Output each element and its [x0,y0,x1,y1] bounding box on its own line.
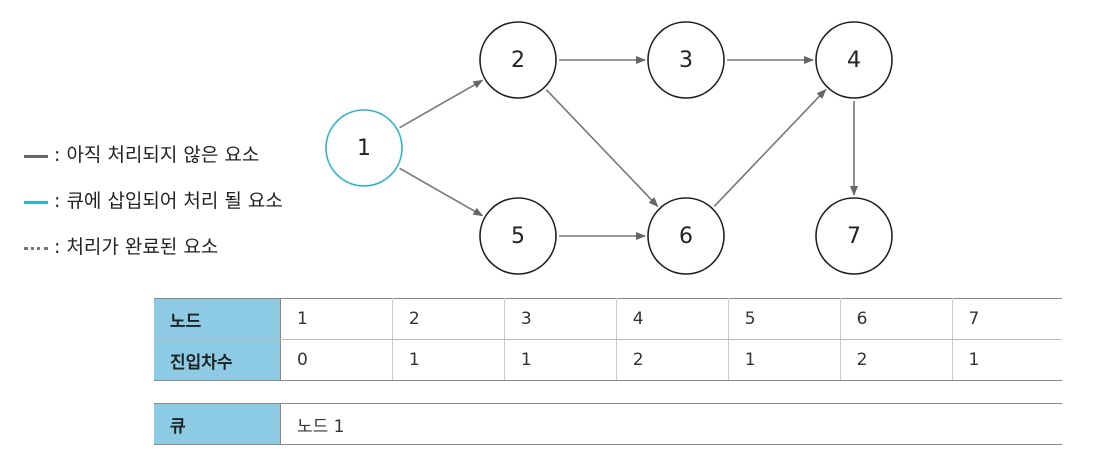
queue-row: 큐 노드 1 [154,403,1062,445]
degree-cell: 2 [616,339,729,381]
legend-swatch-pending [24,155,48,158]
legend-swatch-queued [24,201,48,204]
degree-cell: 2 [840,339,953,381]
indegree-table-degree-row: 진입차수 0 1 1 2 1 2 1 [154,339,1062,381]
node-circle [815,197,893,275]
node-row-header: 노드 [154,298,281,340]
legend-label-pending: : 아직 처리되지 않은 요소 [54,144,260,166]
node-label: 2 [511,48,525,73]
graph-node-2: 2 [479,21,557,99]
degree-cell: 0 [280,339,393,381]
legend-item-done: : 처리가 완료된 요소 [24,232,283,278]
degree-cell: 1 [504,339,617,381]
queue-header: 큐 [154,403,281,445]
graph-node-3: 3 [647,21,725,99]
legend: : 아직 처리되지 않은 요소 : 큐에 삽입되어 처리 될 요소 : 처리가 … [24,140,283,278]
graph-node-5: 5 [479,197,557,275]
graph-edges [399,56,858,240]
legend-item-queued: : 큐에 삽입되어 처리 될 요소 [24,186,283,232]
graph-node-6: 6 [647,197,725,275]
graph-nodes: 1 2 3 4 5 6 7 [325,21,893,275]
legend-item-pending: : 아직 처리되지 않은 요소 [24,140,283,186]
graph-node-1: 1 [325,109,403,187]
indegree-table: 노드 1 2 3 4 5 6 7 진입차수 0 1 1 2 1 2 1 [154,298,1062,381]
node-cell: 5 [728,298,841,340]
node-circle [479,21,557,99]
edge-6-to-4 [713,88,827,207]
edge-1-to-5 [399,167,484,217]
degree-cell: 1 [728,339,841,381]
node-circle [479,197,557,275]
degree-row-header: 진입차수 [154,339,281,381]
edge-2-to-6 [545,89,659,208]
node-label: 3 [679,48,693,73]
node-cell: 2 [392,298,505,340]
graph-node-4: 4 [815,21,893,99]
node-label: 4 [847,48,861,73]
node-cell: 3 [504,298,617,340]
queue-contents: 노드 1 [280,403,1062,445]
node-circle [325,109,403,187]
node-cell: 1 [280,298,393,340]
legend-label-queued: : 큐에 삽입되어 처리 될 요소 [54,190,283,212]
node-label: 1 [357,136,371,161]
degree-cell: 1 [952,339,1062,381]
node-cell: 7 [952,298,1062,340]
edge-1-to-2 [399,79,484,129]
graph-diagram: 1 2 3 4 5 6 7 [325,21,893,275]
node-circle [815,21,893,99]
queue-table: 큐 노드 1 [154,403,1062,445]
node-label: 6 [679,224,693,249]
graph-node-7: 7 [815,197,893,275]
node-cell: 4 [616,298,729,340]
node-label: 5 [511,224,525,249]
node-circle [647,21,725,99]
node-cell: 6 [840,298,953,340]
legend-swatch-done [24,247,48,250]
node-circle [647,197,725,275]
degree-cell: 1 [392,339,505,381]
node-label: 7 [847,224,861,249]
indegree-table-node-row: 노드 1 2 3 4 5 6 7 [154,298,1062,340]
legend-label-done: : 처리가 완료된 요소 [54,236,219,258]
